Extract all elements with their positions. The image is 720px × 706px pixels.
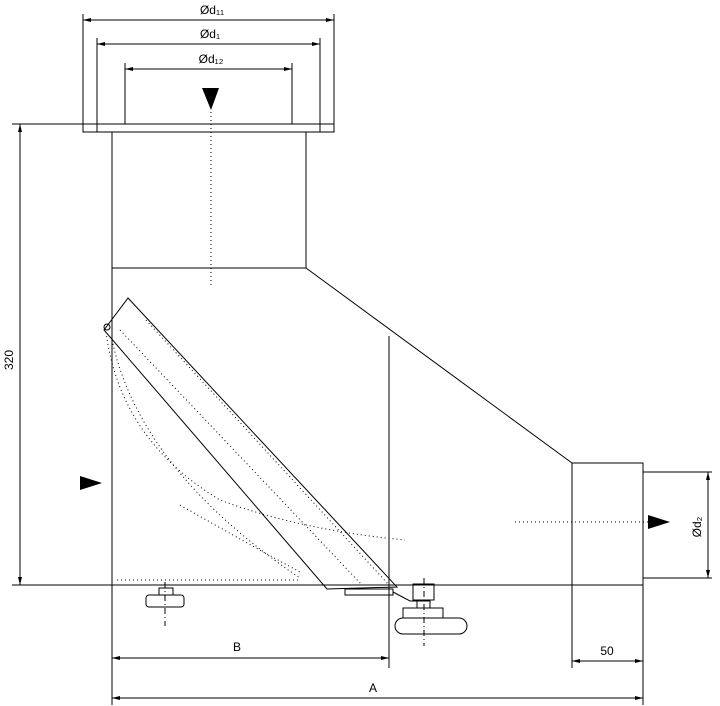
outlet-pipe xyxy=(571,462,712,586)
dim-d-mid-label: Ød₁ xyxy=(200,27,220,41)
inlet-pipe xyxy=(111,132,307,269)
arrow-right-outlet-icon xyxy=(648,515,670,529)
dim-height-label: 320 xyxy=(2,350,16,370)
dim-d-inner: Ød₁₂ xyxy=(124,52,293,124)
arrow-right-icon xyxy=(80,476,102,490)
dim-d-outer-label: Ød₁₁ xyxy=(200,3,224,17)
main-body xyxy=(111,267,573,586)
dim-d-outlet-label: Ød₂ xyxy=(690,516,704,537)
dim-d-outer: Ød₁₁ xyxy=(82,3,335,124)
bolt-left xyxy=(145,582,185,626)
dim-d-outlet: Ød₂ xyxy=(690,472,710,578)
dim-height: 320 xyxy=(2,123,112,586)
diagonal-flap xyxy=(103,297,399,590)
dim-a-label: A xyxy=(369,681,377,695)
dim-b-label: B xyxy=(233,640,241,654)
swing-path-lines xyxy=(105,319,406,586)
dim-spigot-label: 50 xyxy=(600,644,614,658)
lever-assembly xyxy=(344,578,468,646)
arrow-down-icon xyxy=(202,88,219,110)
dim-spigot: 50 xyxy=(571,585,644,705)
dim-a: A xyxy=(112,681,643,700)
dim-d-mid: Ød₁ xyxy=(96,27,321,124)
dim-d-inner-label: Ød₁₂ xyxy=(199,52,224,66)
dim-b: B xyxy=(111,585,390,705)
inlet-flange xyxy=(82,123,335,133)
